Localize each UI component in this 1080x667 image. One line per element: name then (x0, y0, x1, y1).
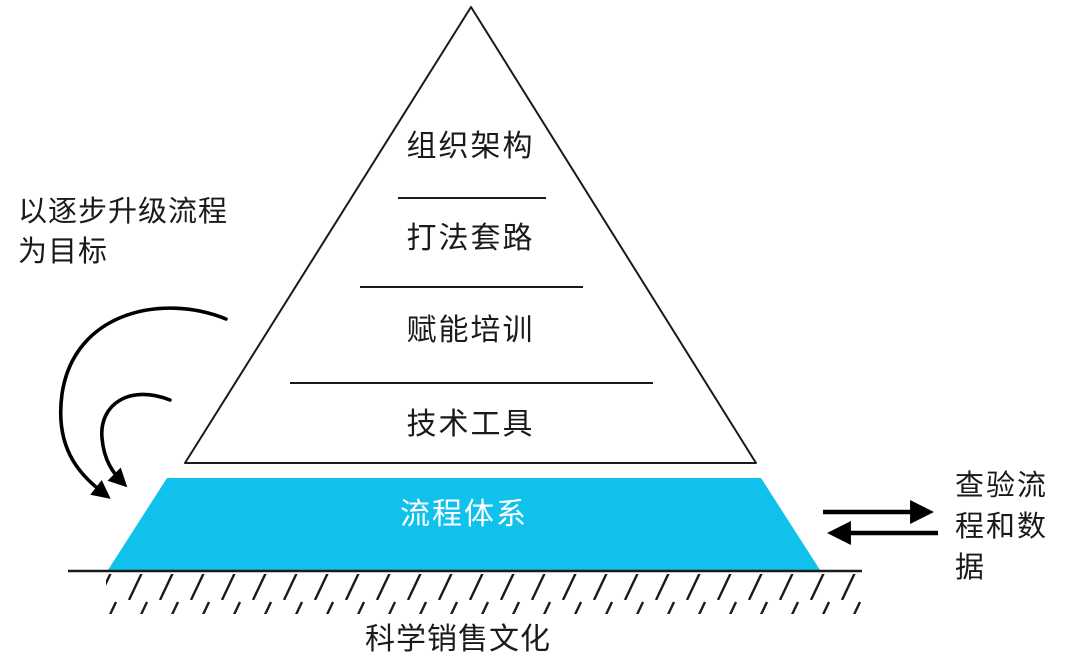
level-label-org-structure: 组织架构 (406, 130, 535, 163)
left-annotation: 以逐步升级流程为目标 (18, 196, 229, 268)
right-annotation: 查验流程和数据 (955, 470, 1049, 584)
level-label-playbook: 打法套路 (406, 222, 535, 255)
process-band-shape (108, 478, 820, 570)
upgrade-loop-arrow-large-icon (58, 306, 228, 499)
level-label-tech-tools: 技术工具 (406, 408, 535, 441)
process-band-label: 流程体系 (400, 498, 528, 531)
upgrade-loop-arrow-small-icon (100, 392, 172, 488)
pyramid-outline (184, 6, 757, 464)
foundation-label: 科学销售文化 (365, 623, 551, 656)
ground-hatching (106, 574, 862, 614)
level-label-enablement-training: 赋能培训 (406, 314, 535, 347)
